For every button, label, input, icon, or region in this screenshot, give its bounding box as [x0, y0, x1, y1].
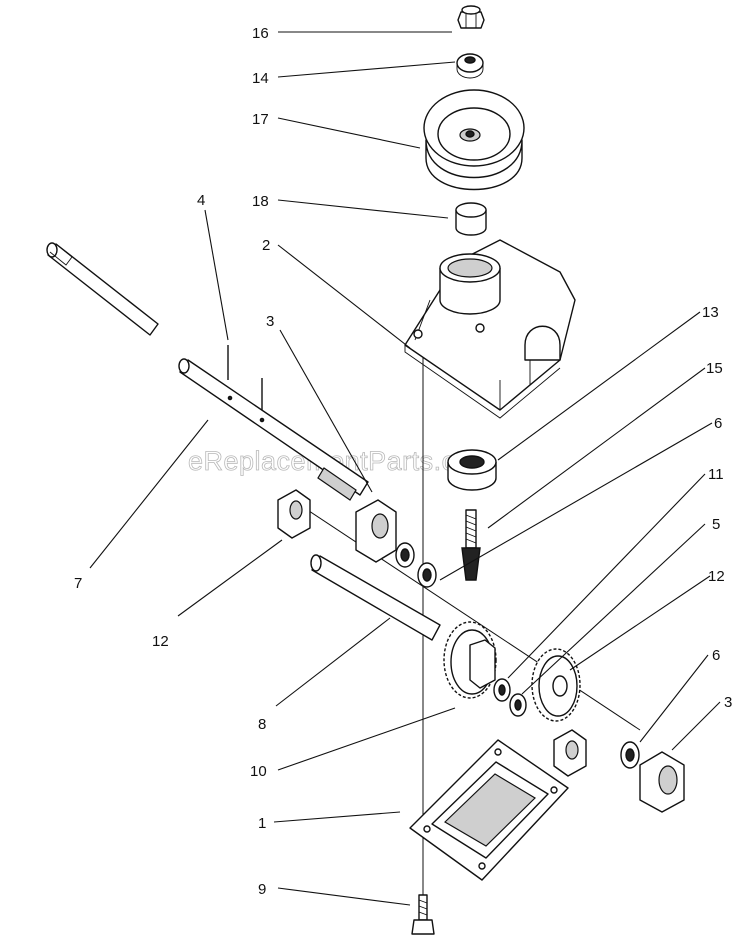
callout-3-upper: 3: [266, 313, 274, 330]
callout-leaders: [89, 31, 721, 906]
part-18-bushing[interactable]: [455, 202, 487, 236]
part-12-bushing-right[interactable]: [553, 729, 587, 777]
callout-17: 17: [252, 111, 269, 128]
callout-18: 18: [252, 193, 269, 210]
part-5-11-washers[interactable]: [493, 678, 527, 717]
part-1-cover-plate[interactable]: [409, 739, 569, 881]
callout-15: 15: [706, 360, 723, 377]
part-10-gear[interactable]: [443, 621, 497, 699]
part-12-gear-right[interactable]: [531, 648, 581, 722]
part-2-housing[interactable]: [404, 239, 576, 419]
callout-8: 8: [258, 716, 266, 733]
part-6-washer-upper[interactable]: [395, 542, 437, 588]
part-14-washer[interactable]: [456, 53, 484, 79]
callout-3-lower: 3: [724, 694, 732, 711]
part-17-pulley[interactable]: [423, 89, 525, 191]
part-9-bolt[interactable]: [411, 894, 435, 935]
callout-10: 10: [250, 763, 267, 780]
callout-5: 5: [712, 516, 720, 533]
part-3-bushing-lower[interactable]: [639, 751, 685, 813]
callout-4: 4: [197, 192, 205, 209]
part-16-nut[interactable]: [457, 5, 485, 29]
callout-1: 1: [258, 815, 266, 832]
part-7-axle-tube[interactable]: [46, 242, 159, 336]
part-15-worm-shaft[interactable]: [461, 509, 481, 581]
part-7-main-axle[interactable]: [178, 358, 369, 501]
callout-7: 7: [74, 575, 82, 592]
part-6-washer-lower[interactable]: [620, 741, 640, 769]
callout-6-upper: 6: [714, 415, 722, 432]
callout-2: 2: [262, 237, 270, 254]
callout-14: 14: [252, 70, 269, 87]
part-13-bearing[interactable]: [447, 449, 497, 491]
callout-6-lower: 6: [712, 647, 720, 664]
part-12-bushing-left[interactable]: [277, 489, 311, 539]
callout-16: 16: [252, 25, 269, 42]
callout-12-left: 12: [152, 633, 169, 650]
part-3-bushing-upper[interactable]: [355, 499, 397, 563]
callout-labels: 16 14 17 18 2 4 3 13 15 6 11 5 12 7 12 6…: [74, 25, 732, 898]
callout-12-right: 12: [708, 568, 725, 585]
part-4-pins[interactable]: [227, 345, 263, 410]
callout-13: 13: [702, 304, 719, 321]
callout-9: 9: [258, 881, 266, 898]
part-8-shaft[interactable]: [310, 554, 441, 641]
callout-11: 11: [708, 466, 724, 483]
